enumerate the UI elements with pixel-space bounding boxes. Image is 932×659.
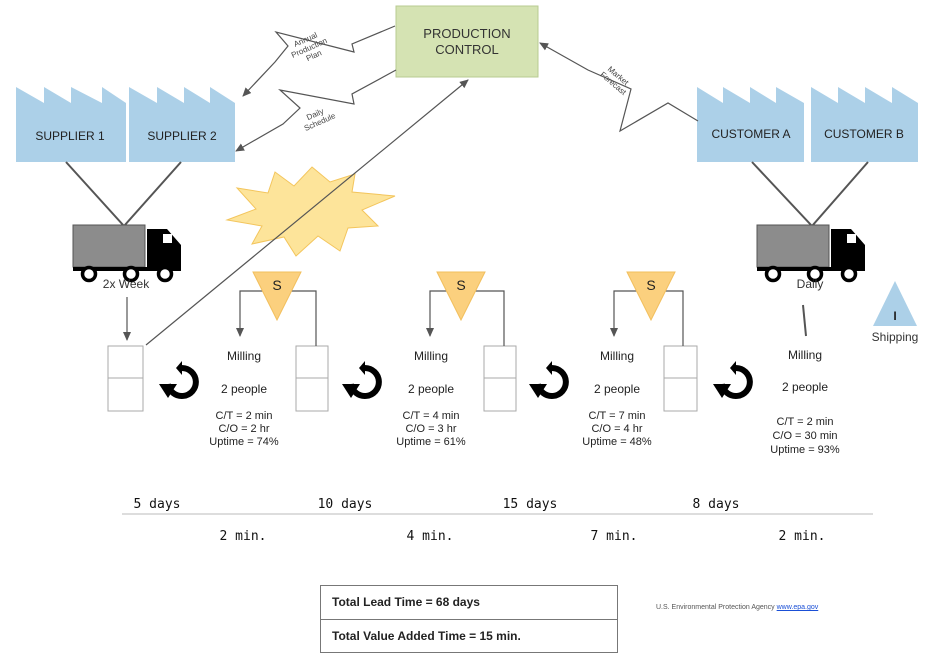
inventory-boxes-2	[295, 345, 329, 412]
totals-table: Total Lead Time = 68 days Total Value Ad…	[320, 585, 618, 653]
svg-text:Annual Production: Annual Production Plan	[286, 27, 334, 68]
inventory-boxes-3	[483, 345, 517, 412]
supermarket-1: S	[236, 271, 317, 346]
inbound-truck-icon	[71, 223, 183, 283]
timeline-days-4: 8 days	[693, 497, 740, 512]
svg-text:Daily Schedule: Daily Schedule	[299, 103, 337, 133]
process-1-people: 2 people	[221, 382, 267, 396]
process-3-ct: C/T = 7 min	[589, 410, 646, 422]
process-3-co: C/O = 4 hr	[591, 423, 642, 435]
process-2-people: 2 people	[408, 382, 454, 396]
push-arrow-icon-1	[159, 361, 196, 398]
total-value-added-time: Total Value Added Time = 15 min.	[321, 619, 617, 653]
supplier-2-label: SUPPLIER 2	[147, 129, 217, 143]
process-4-name: Milling	[788, 348, 822, 362]
market-forecast-info-flow: Market Forecast	[539, 42, 699, 133]
shipping-label: Shipping	[872, 330, 919, 344]
process-4-people: 2 people	[782, 380, 828, 394]
customer-a-factory: CUSTOMER A	[697, 87, 804, 162]
process-3-uptime: Uptime = 48%	[582, 436, 652, 448]
total-lead-time: Total Lead Time = 68 days	[332, 595, 480, 609]
process-2: Milling 2 people C/T = 4 min C/O = 3 hr …	[396, 349, 466, 448]
process-1-uptime: Uptime = 74%	[209, 436, 279, 448]
inventory-boxes-1	[107, 345, 144, 412]
supplier-2-factory: SUPPLIER 2	[129, 87, 235, 162]
process-4: Milling 2 people C/T = 2 min C/O = 30 mi…	[770, 348, 840, 456]
customer-truck-lines	[751, 161, 869, 228]
annual-plan-info-flow: Annual Production Plan	[242, 25, 396, 97]
process-3-people: 2 people	[594, 382, 640, 396]
customer-a-label: CUSTOMER A	[711, 127, 790, 141]
process-4-co: C/O = 30 min	[772, 430, 837, 442]
process-2-ct: C/T = 4 min	[403, 410, 460, 422]
shipping-inventory: I Shipping	[872, 281, 919, 344]
shipping-letter: I	[893, 309, 896, 323]
kaizen-burst-icon	[225, 166, 396, 257]
push-arrow-icon-4	[713, 361, 750, 398]
supplier-1-factory: SUPPLIER 1	[16, 87, 126, 162]
timeline: 5 days 10 days 15 days 8 days 2 min. 4 m…	[122, 497, 873, 544]
production-control-label: PRODUCTION	[423, 26, 510, 41]
process-1-co: C/O = 2 hr	[218, 423, 269, 435]
process-4-ct: C/T = 2 min	[777, 416, 834, 428]
customer-b-factory: CUSTOMER B	[811, 87, 918, 162]
process-2-uptime: Uptime = 61%	[396, 436, 466, 448]
supermarket-1-letter: S	[272, 277, 281, 293]
timeline-days-2: 10 days	[318, 497, 373, 512]
supermarket-3: S	[610, 271, 684, 346]
timeline-days-1: 5 days	[134, 497, 181, 512]
supermarket-3-letter: S	[646, 277, 655, 293]
timeline-minutes-3: 7 min.	[591, 529, 638, 544]
source-credit: U.S. Environmental Protection Agency www…	[656, 604, 818, 611]
inventory-to-control-line	[145, 79, 469, 346]
timeline-minutes-4: 2 min.	[779, 529, 826, 544]
daily-schedule-info-flow: Daily Schedule	[235, 69, 397, 152]
push-arrow-icon-3	[529, 361, 566, 398]
outbound-line	[802, 304, 807, 337]
customer-b-label: CUSTOMER B	[824, 127, 904, 141]
process-1-name: Milling	[227, 349, 261, 363]
supplier-1-label: SUPPLIER 1	[35, 129, 105, 143]
timeline-minutes-1: 2 min.	[220, 529, 267, 544]
svg-text:Market Forecast: Market Forecast	[598, 63, 634, 97]
push-arrow-icon-2	[342, 361, 379, 398]
production-control-box: PRODUCTION CONTROL	[395, 5, 539, 78]
credit-text: U.S. Environmental Protection Agency	[656, 604, 777, 611]
inventory-boxes-4	[663, 345, 698, 412]
production-control-label-2: CONTROL	[435, 42, 499, 57]
inbound-frequency-label: 2x Week	[103, 277, 150, 291]
process-2-co: C/O = 3 hr	[405, 423, 456, 435]
process-2-name: Milling	[414, 349, 448, 363]
supplier-truck-lines	[65, 161, 182, 228]
process-1: Milling 2 people C/T = 2 min C/O = 2 hr …	[209, 349, 279, 448]
process-3: Milling 2 people C/T = 7 min C/O = 4 hr …	[582, 349, 652, 448]
credit-link[interactable]: www.epa.gov	[776, 604, 819, 611]
outbound-truck-icon	[755, 223, 867, 283]
process-3-name: Milling	[600, 349, 634, 363]
timeline-minutes-2: 4 min.	[407, 529, 454, 544]
supermarket-2-letter: S	[456, 277, 465, 293]
timeline-days-3: 15 days	[503, 497, 558, 512]
supermarket-2: S	[426, 271, 505, 346]
outbound-frequency-label: Daily	[797, 277, 824, 291]
process-1-ct: C/T = 2 min	[216, 410, 273, 422]
process-4-uptime: Uptime = 93%	[770, 444, 840, 456]
